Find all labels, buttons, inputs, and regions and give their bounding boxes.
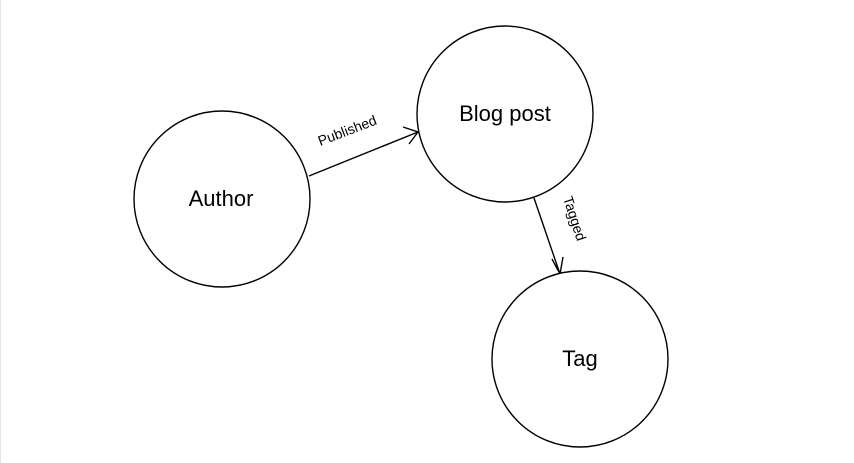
node-author-circle	[133, 110, 311, 288]
edge-tagged-label: Tagged	[560, 194, 589, 243]
node-blog-post-label: Blog post	[459, 101, 551, 126]
node-blog-post: Blog post	[416, 25, 594, 203]
edge-published-line	[308, 131, 419, 177]
edge-tagged-line	[533, 197, 561, 275]
edge-tagged: Tagged	[533, 194, 589, 277]
edge-published-label: Published	[316, 112, 379, 149]
node-blog-post-circle	[416, 25, 594, 203]
edge-published-arrowhead	[402, 126, 420, 145]
edge-published: Published	[308, 112, 420, 177]
node-author: Author	[133, 110, 311, 288]
node-tag-circle	[491, 270, 669, 448]
node-author-label: Author	[189, 186, 254, 211]
node-tag: Tag	[491, 270, 669, 448]
node-tag-label: Tag	[562, 346, 597, 371]
